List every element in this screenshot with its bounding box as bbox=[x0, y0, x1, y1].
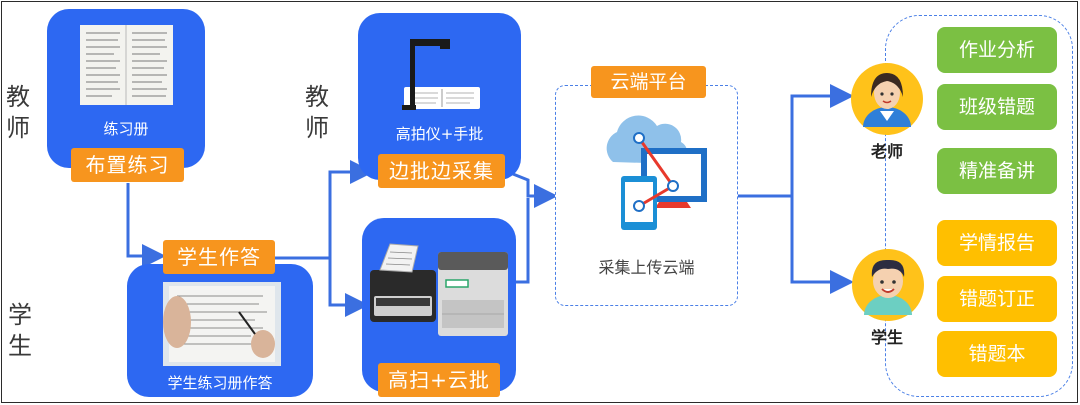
cloud-caption: 采集上传云端 bbox=[598, 258, 695, 277]
student-answer-tag: 学生作答 bbox=[163, 240, 275, 274]
workbook-image bbox=[80, 25, 173, 105]
camera-caption: 高拍仪+手批 bbox=[395, 125, 484, 143]
student-role-label: 学生 bbox=[870, 328, 903, 347]
cloud-platform-tag: 云端平台 bbox=[591, 66, 706, 98]
connector-camera-to-cloud bbox=[507, 170, 558, 208]
targeted-lesson-prep-button[interactable]: 精准备讲 bbox=[937, 148, 1057, 194]
connector-workbook-to-answer bbox=[126, 183, 166, 268]
cloud-upload-icon bbox=[606, 115, 707, 230]
teacher-side-label: 教师 bbox=[6, 83, 30, 142]
document-camera-icon bbox=[402, 39, 480, 110]
workbook-caption: 练习册 bbox=[103, 120, 149, 138]
connector-branch-down bbox=[328, 258, 369, 317]
scan-cloud-grade-tag: 高扫+云批 bbox=[378, 363, 500, 397]
connector-to-student bbox=[790, 196, 854, 294]
scanner-printer-icon bbox=[370, 243, 508, 336]
connector-to-teacher bbox=[790, 84, 854, 196]
student-side-label: 学生 bbox=[8, 301, 32, 360]
student-answer-caption: 学生练习册作答 bbox=[167, 374, 273, 392]
mistake-correction-button[interactable]: 错题订正 bbox=[937, 276, 1057, 322]
class-mistakes-button[interactable]: 班级错题 bbox=[937, 84, 1057, 130]
mistake-notebook-button[interactable]: 错题本 bbox=[937, 331, 1057, 377]
teacher-mid-label: 教师 bbox=[305, 83, 329, 142]
teacher-avatar-icon bbox=[851, 63, 923, 135]
connector-branch-up bbox=[328, 160, 374, 258]
teacher-role-label: 老师 bbox=[870, 142, 903, 161]
learning-report-button[interactable]: 学情报告 bbox=[937, 220, 1057, 266]
camera-card: 高拍仪+手批 bbox=[358, 13, 521, 180]
workbook-card: 练习册 bbox=[47, 9, 205, 168]
student-answer-card: 学生练习册作答 bbox=[127, 264, 313, 397]
student-avatar-icon bbox=[852, 249, 924, 321]
homework-analysis-button[interactable]: 作业分析 bbox=[937, 27, 1057, 73]
assign-exercise-tag: 布置练习 bbox=[71, 148, 184, 182]
batch-collect-tag: 边批边采集 bbox=[378, 154, 505, 188]
student-writing-image bbox=[163, 282, 281, 366]
connector-scanner-to-cloud bbox=[512, 198, 530, 284]
